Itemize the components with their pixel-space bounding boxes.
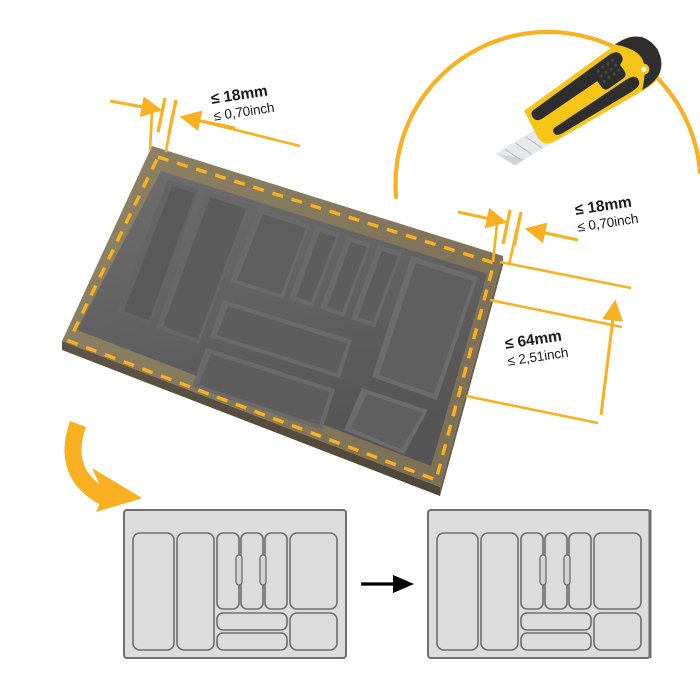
dimension-depth-arrow <box>599 299 624 416</box>
tray-compartments <box>117 180 478 454</box>
dimension-top-leader <box>148 111 174 153</box>
tray-diagram-before <box>123 509 347 659</box>
knife-slider <box>591 56 626 90</box>
tray-side-right <box>440 256 503 496</box>
knife-body <box>524 36 662 144</box>
curved-down-arrow <box>64 421 142 512</box>
dimension-right-thickness <box>457 207 579 244</box>
dimension-top-extension <box>195 118 301 148</box>
transition-arrow <box>361 575 414 593</box>
dimension-right-leader <box>491 223 519 266</box>
utility-knife-icon <box>496 36 662 166</box>
dimension-depth-extensions <box>465 260 632 425</box>
tray-diagram-after <box>427 509 651 659</box>
tray-side-left <box>62 341 440 496</box>
cutlery-tray-3d <box>62 146 503 496</box>
badge-circle-arc <box>393 29 700 200</box>
